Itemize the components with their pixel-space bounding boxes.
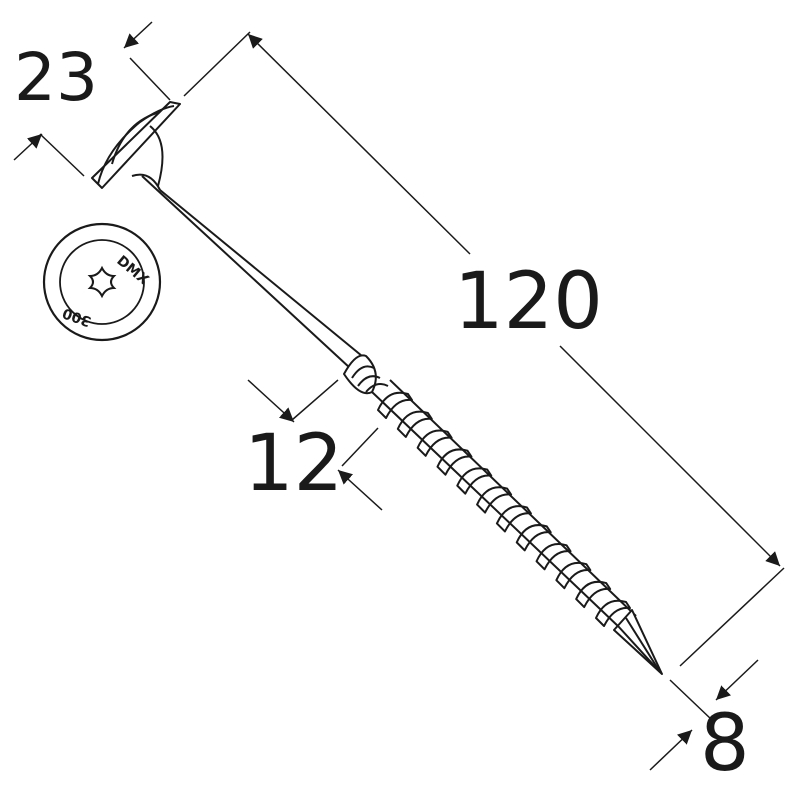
thread-dimension: [247, 379, 383, 511]
thread-crest: [515, 524, 552, 552]
shank-diameter-label: 8: [700, 699, 750, 789]
screw-threads: [377, 391, 631, 627]
screw-tip: [613, 609, 663, 675]
head-diameter-label: 23: [14, 39, 98, 116]
thread-crest: [535, 543, 572, 571]
torx-drive-icon: [87, 265, 117, 299]
thread-length-label: 12: [244, 419, 343, 509]
screw-head: [91, 101, 181, 191]
thread-crest: [575, 580, 612, 609]
thread-crest: [495, 505, 532, 533]
head-top-view: DMX 300: [42, 222, 162, 342]
thread-crest: [595, 599, 631, 627]
thread-crest: [555, 561, 592, 590]
length-dimension: [183, 31, 785, 667]
thread-crest: [476, 486, 513, 514]
shank-diameter-dimension: [649, 659, 759, 771]
thread-start: [343, 354, 389, 395]
length-label: 120: [454, 257, 603, 347]
head-diameter-dimension: [13, 21, 171, 177]
screw: [91, 101, 663, 675]
screw-shank: [141, 175, 363, 369]
